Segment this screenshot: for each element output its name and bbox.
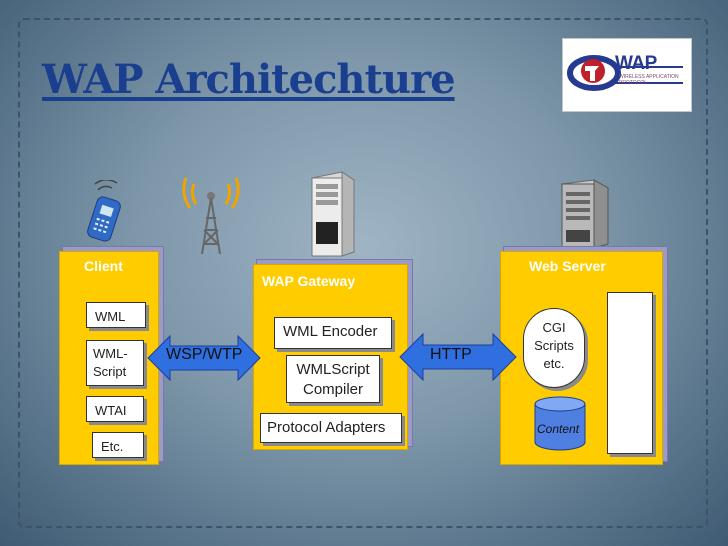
wml-encoder-box: WML Encoder xyxy=(274,317,392,349)
logo-tagline: WIRELESS APPLICATION PROTOCOL xyxy=(619,74,679,86)
wmlscript-compiler-box: WMLScript Compiler xyxy=(286,355,380,403)
wml-box: WML xyxy=(86,302,146,328)
web-server-icon xyxy=(560,179,610,249)
protocol-adapters-label: Protocol Adapters xyxy=(267,419,386,436)
compiler-label: Compiler xyxy=(302,381,363,398)
protocol-adapters-box: Protocol Adapters xyxy=(260,413,402,443)
http-label: HTTP xyxy=(430,346,472,363)
server-panel: Web Server CGI Scripts etc. Content WML … xyxy=(500,251,663,465)
wml-decks-box: WML Decks with WML-Script xyxy=(607,292,653,454)
gateway-panel: WAP Gateway WML Encoder WMLScript Compil… xyxy=(253,264,408,450)
etc-box: Etc. xyxy=(92,432,144,458)
cgi-label-3: etc. xyxy=(543,356,565,371)
client-panel: Client WML WML- Script WTAI Etc. xyxy=(59,251,159,465)
wml-script-box: WML- Script xyxy=(86,340,144,386)
slide-title: WAP Architechture xyxy=(42,56,456,103)
database-icon xyxy=(534,396,586,451)
double-arrow-icon xyxy=(147,334,261,382)
wml-script-label-1: WML- xyxy=(93,346,128,361)
wml-label: WML xyxy=(95,309,126,324)
cgi-label-1: CGI xyxy=(542,320,566,335)
wml-encoder-label: WML Encoder xyxy=(283,323,378,340)
wsp-wtp-arrow xyxy=(147,334,261,382)
wml-decks-label-2: with WML-Script xyxy=(630,322,646,424)
antenna-tower-icon xyxy=(182,177,240,255)
wap-logo: WAP WIRELESS APPLICATION PROTOCOL xyxy=(562,38,692,112)
wml-decks-text: WML Decks with WML-Script xyxy=(613,322,647,424)
gateway-server-icon xyxy=(310,171,356,257)
http-arrow xyxy=(399,332,517,382)
wsp-wtp-label: WSP/WTP xyxy=(166,346,243,363)
double-arrow-icon xyxy=(399,332,517,382)
slide-frame xyxy=(18,18,708,528)
server-title: Web Server xyxy=(529,258,606,274)
wml-decks-label-1: WML Decks xyxy=(613,335,629,411)
wap-logo-icon xyxy=(567,55,683,91)
mobile-phone-icon xyxy=(87,180,121,242)
wtai-label: WTAI xyxy=(95,403,127,418)
content-label: Content xyxy=(537,422,580,436)
client-title: Client xyxy=(84,258,123,274)
wmlscript-label: WMLScript xyxy=(296,361,370,378)
cgi-scripts-box: CGI Scripts etc. xyxy=(523,308,585,388)
logo-wordmark: WAP xyxy=(615,53,657,74)
etc-label: Etc. xyxy=(101,439,124,454)
gateway-title: WAP Gateway xyxy=(262,273,356,289)
wtai-box: WTAI xyxy=(86,396,144,422)
cgi-label-2: Scripts xyxy=(534,338,574,353)
wml-script-label-2: Script xyxy=(93,364,127,379)
